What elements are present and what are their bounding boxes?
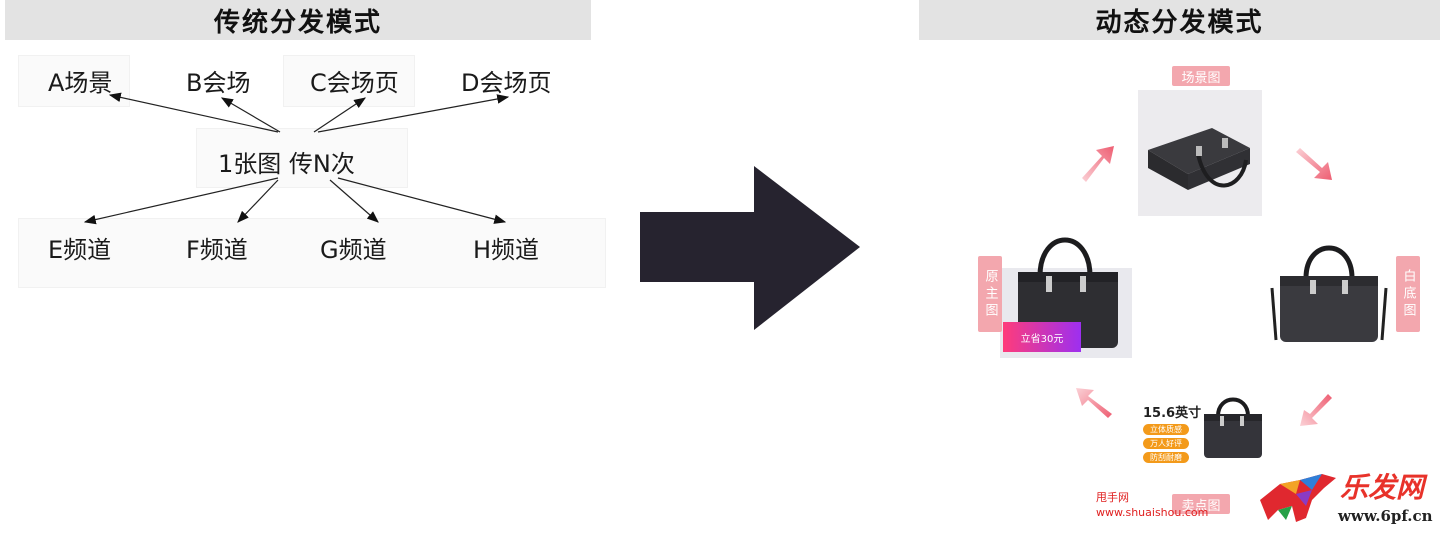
cycle-arrow-icon [1076, 388, 1112, 418]
target-label-d: D会场页 [461, 69, 552, 97]
faint-box [18, 218, 606, 288]
arrow-to-e [83, 177, 279, 225]
white-background-tag: 白底图 [1396, 256, 1420, 332]
cycle-arrow-icon [1082, 146, 1114, 182]
faint-box [283, 55, 415, 107]
arrow-to-b [220, 97, 281, 133]
selling-point-pill: 立体质感 [1143, 424, 1189, 435]
distribution-arrows [83, 92, 510, 225]
selling-point-title: 15.6英寸 [1143, 406, 1202, 421]
target-label-c: C会场页 [310, 69, 399, 97]
brand-url: www.6pf.cn [1338, 507, 1433, 525]
laptop-bag-icon [1270, 245, 1388, 342]
channel-label-g: G频道 [320, 236, 387, 264]
selling-point-pill: 万人好评 [1143, 438, 1189, 449]
channel-label-f: F频道 [186, 236, 248, 264]
arrow-to-h [337, 177, 507, 224]
selling-point-tag: 卖点图 [1172, 494, 1230, 514]
scene-image [1138, 90, 1262, 216]
cycle-arrow-icon [1296, 148, 1332, 180]
promo-badge: 立省30元 [1003, 322, 1081, 352]
arrow-to-f [237, 179, 279, 223]
dynamic-mode-title: 动态分发模式 [1095, 7, 1264, 38]
main-image-tag: 原主图 [978, 256, 1002, 332]
arrow-to-c [313, 97, 366, 133]
target-label-a: A场景 [48, 69, 113, 97]
target-label-b: B会场 [186, 69, 251, 97]
selling-point-pill: 防刮耐磨 [1143, 452, 1189, 463]
traditional-mode-header: 传统分发模式 [5, 0, 591, 40]
laptop-bag-icon [1138, 90, 1262, 216]
traditional-mode-title: 传统分发模式 [213, 7, 382, 38]
dynamic-mode-header: 动态分发模式 [919, 0, 1440, 40]
faint-box [196, 128, 408, 188]
channel-label-e: E频道 [48, 236, 112, 264]
cycle-arrow-icon [1300, 394, 1332, 426]
center-label: 1张图 传N次 [218, 150, 355, 178]
brand-name: 乐发网 [1340, 471, 1425, 504]
scene-image-tag: 场景图 [1172, 66, 1230, 86]
selling-point-list: 15.6英寸 立体质感 万人好评 防刮耐磨 [1143, 402, 1201, 463]
brand-logo-icon [1260, 474, 1336, 522]
arrow-to-g [329, 179, 379, 223]
watermark-site-url: www.shuaishou.com [1096, 506, 1209, 519]
channel-label-h: H频道 [473, 236, 540, 264]
arrow-to-d [317, 94, 510, 133]
watermark-site-name: 甩手网 [1096, 491, 1129, 504]
arrow-to-a [108, 92, 279, 133]
laptop-bag-icon [1204, 397, 1262, 458]
white-background-image [1266, 228, 1392, 354]
